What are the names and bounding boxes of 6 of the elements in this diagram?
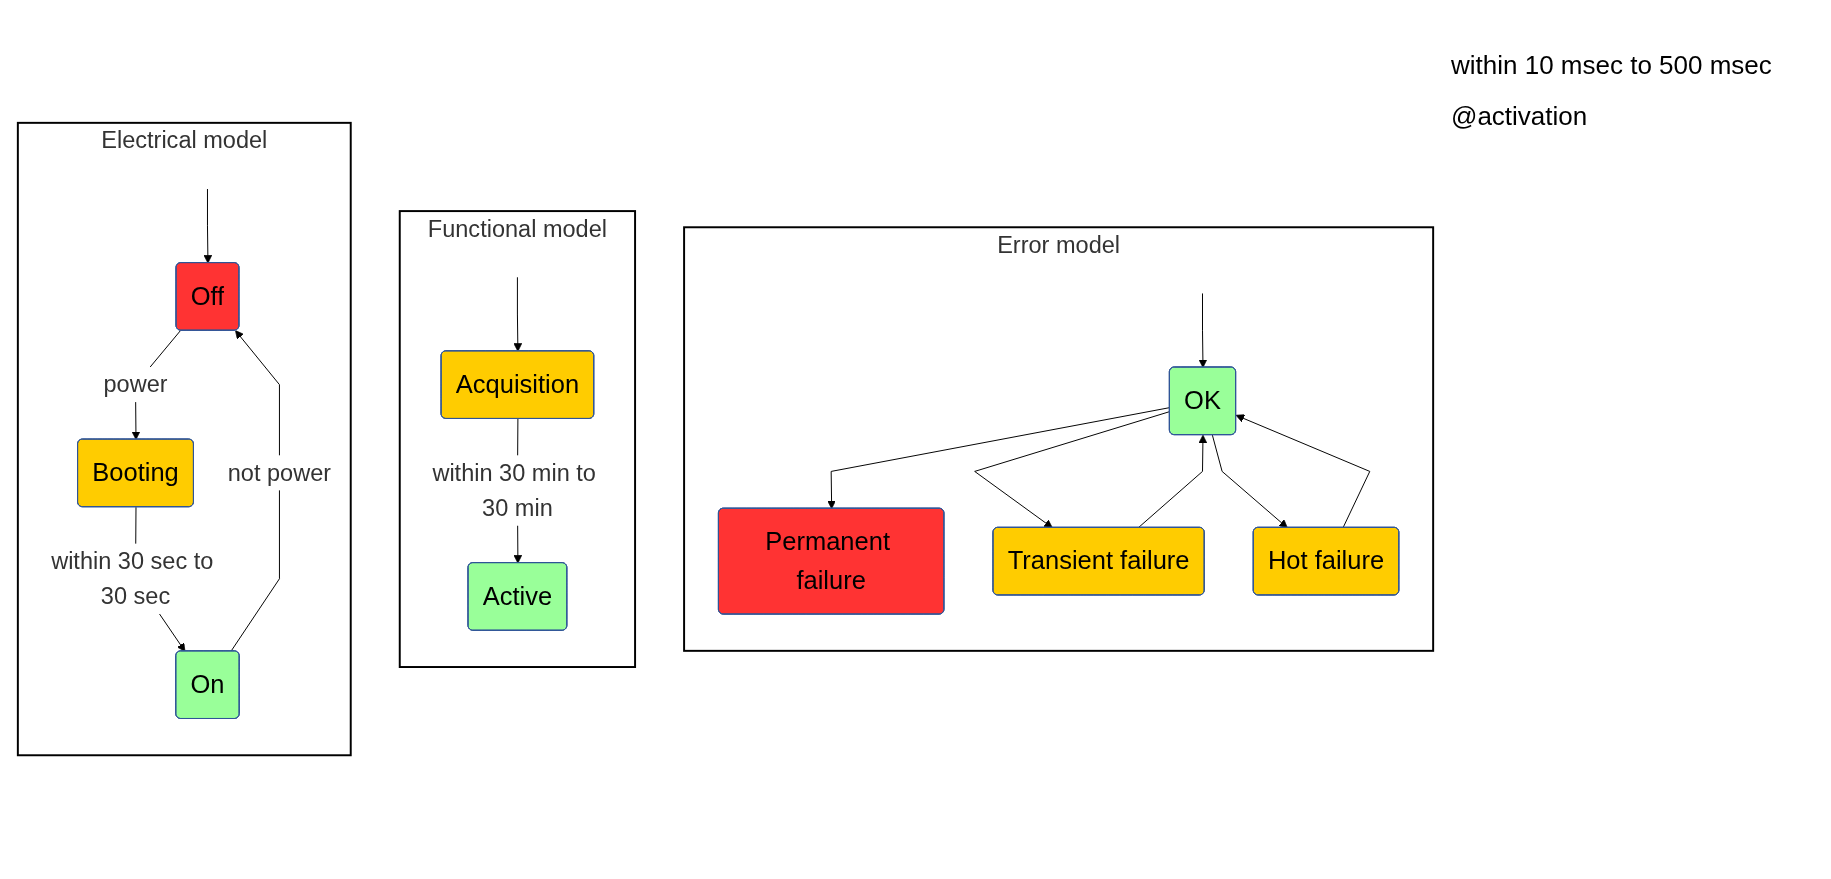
edge-label: power <box>103 371 168 398</box>
edge-label: not power <box>227 459 332 487</box>
note-text: @activation <box>1451 101 1589 132</box>
note-text: within 10 msec to 500 msec <box>1451 50 1773 81</box>
edge-label: within 30 sec to 30 sec <box>51 547 214 610</box>
edge-label: within 30 min to 30 min <box>432 459 596 522</box>
